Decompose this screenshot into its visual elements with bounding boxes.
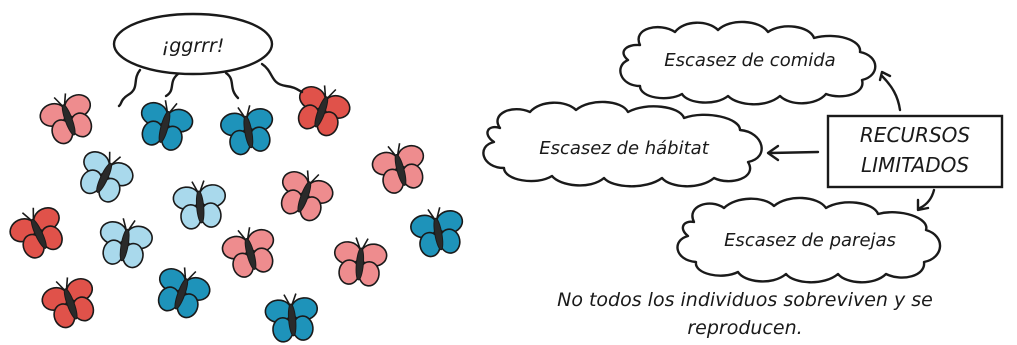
caption: No todos los individuos sobreviven y se … [557, 289, 933, 339]
speech-tail [117, 68, 142, 108]
butterfly [172, 180, 227, 230]
butterfly [140, 100, 194, 151]
cloud-mates-label: Escasez de parejas [724, 230, 896, 251]
arrow-to-food [880, 74, 902, 112]
limited-resources-frame [826, 114, 1004, 189]
butterfly [410, 207, 464, 258]
butterfly [157, 267, 211, 319]
speech-tail [224, 71, 240, 100]
butterfly [221, 227, 275, 278]
caption-line2: reproducen. [687, 317, 802, 339]
butterfly [333, 237, 388, 287]
speech-bubble-outline [112, 12, 274, 76]
arrowhead [766, 144, 780, 162]
cloud-outline [676, 196, 942, 284]
butterfly [9, 207, 63, 259]
speech-tail [260, 62, 304, 94]
arrow-to-habitat [768, 150, 820, 155]
speech-tail [164, 72, 180, 98]
butterfly [220, 105, 274, 156]
arrows [766, 70, 936, 212]
butterfly [264, 293, 319, 343]
butterfly [280, 170, 334, 222]
arrowhead [878, 70, 892, 82]
speech-text: ¡ggrrr! [162, 35, 225, 57]
arrowhead [916, 198, 930, 212]
cloud-outline [619, 20, 877, 106]
cloud-habitat-label: Escasez de hábitat [539, 138, 709, 159]
cloud-food: Escasez de comida [619, 20, 877, 106]
cloud-outline [482, 100, 763, 188]
cloud-habitat: Escasez de hábitat [482, 100, 763, 188]
limited-resources-line1: RECURSOS [860, 123, 970, 147]
cloud-food-label: Escasez de comida [664, 50, 835, 71]
butterfly [41, 277, 95, 329]
arrow-to-mates [918, 188, 936, 210]
butterfly-population [9, 85, 464, 343]
caption-line1: No todos los individuos sobreviven y se [557, 289, 933, 311]
limited-resources-line2: LIMITADOS [861, 153, 969, 177]
speech-bubble: ¡ggrrr! [112, 12, 304, 108]
butterfly [39, 93, 93, 145]
cloud-mates: Escasez de parejas [676, 196, 942, 284]
butterfly [371, 143, 425, 194]
limited-resources-box: RECURSOS LIMITADOS [826, 114, 1004, 189]
butterfly [99, 218, 153, 269]
butterfly [297, 85, 351, 137]
butterfly [80, 151, 134, 203]
